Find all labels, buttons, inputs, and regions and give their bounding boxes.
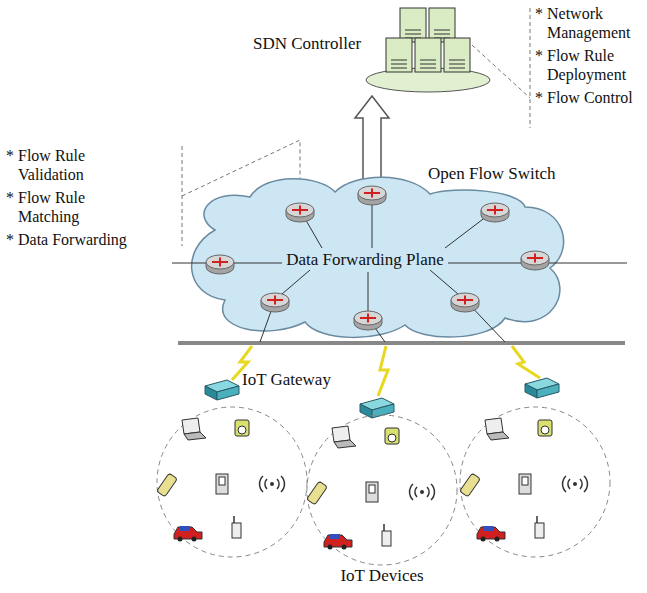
callout-text: * Flow Rule Validation <box>6 146 111 184</box>
device-group <box>157 407 610 565</box>
plane-label: Data Forwarding Plane <box>282 250 448 270</box>
gateway-icon <box>205 380 239 400</box>
controller-node: SDN Controller <box>250 4 490 96</box>
node-heading: SDN Controller <box>253 34 361 54</box>
callout-text: * Flow Rule Deployment <box>535 46 641 84</box>
device-icons <box>460 418 588 542</box>
devices-label: IoT Devices <box>300 566 464 586</box>
wireless-link <box>232 346 540 396</box>
gateway-icon <box>525 378 559 398</box>
device-icons <box>307 426 435 550</box>
callout-text: * Data Forwarding <box>6 230 178 249</box>
gateway-label: IoT Gateway <box>242 370 362 390</box>
callout-text: * Flow Rule Matching <box>6 188 111 226</box>
cloud-node: Data Forwarding Plane <box>170 180 560 340</box>
device-icons <box>157 418 285 542</box>
block-arrow <box>355 96 389 180</box>
bus-bar <box>178 341 625 345</box>
switch-label: Open Flow Switch <box>428 164 598 184</box>
callout-text: * Network Management <box>535 4 641 42</box>
gateway-icon <box>360 398 394 418</box>
callout-text: * Flow Control <box>535 88 641 107</box>
